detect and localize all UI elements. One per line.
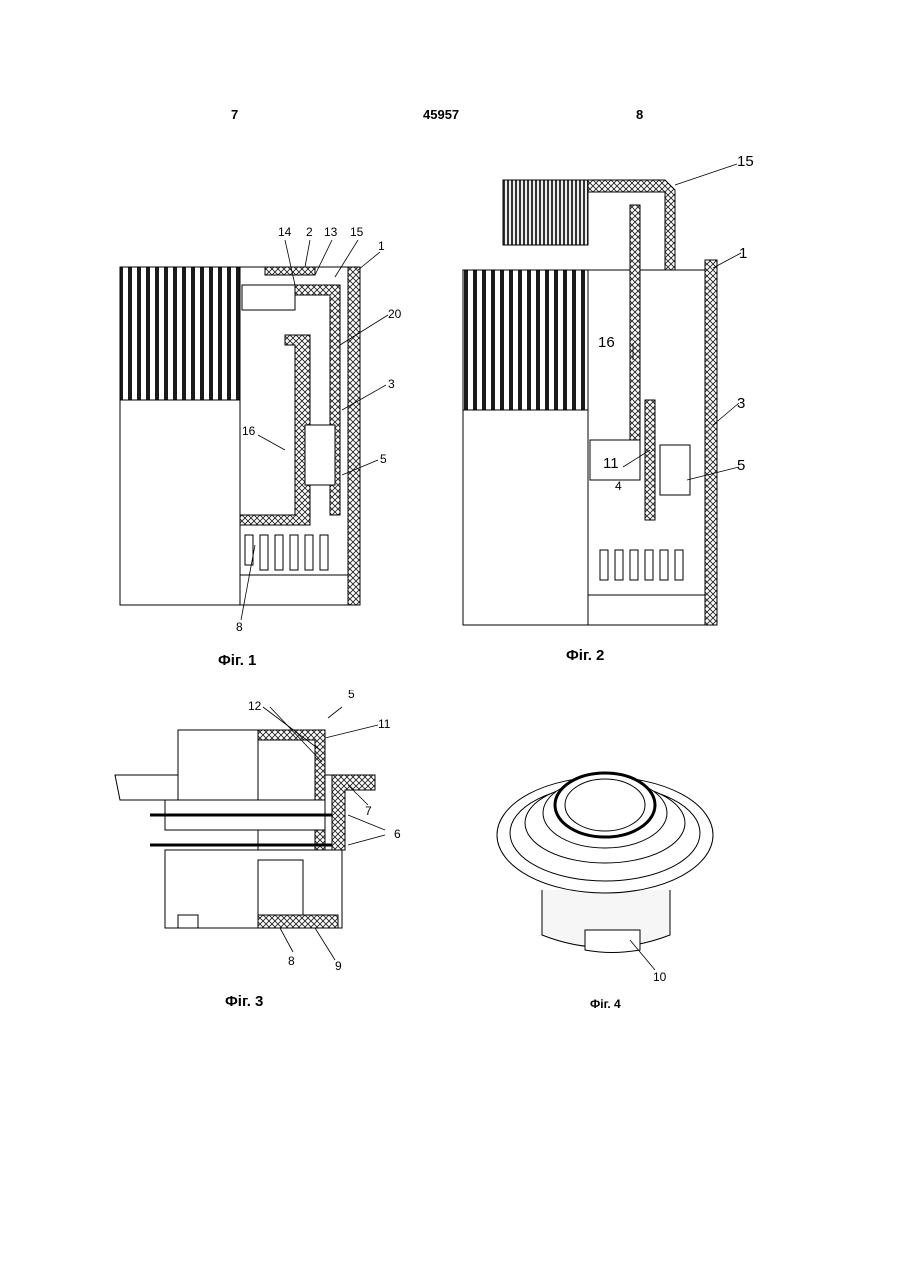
fig1-label-2: 2 (306, 225, 313, 239)
fig2-ribbed-body (463, 270, 588, 410)
figure-4-caption: Фіг. 4 (590, 997, 621, 1011)
fig2-knurled-cap (503, 180, 588, 245)
fig1-label-13: 13 (324, 225, 338, 239)
fig2-label-15: 15 (737, 153, 754, 170)
fig2-label-4: 4 (615, 479, 622, 493)
figure-4-drawing: 10 (490, 755, 720, 990)
fig1-label-1: 1 (378, 239, 385, 253)
fig2-label-3: 3 (737, 395, 745, 412)
figure-1-drawing: 14 2 13 15 1 20 3 16 5 8 (110, 215, 410, 635)
fig1-label-16: 16 (242, 424, 256, 438)
left-page-number: 7 (231, 107, 238, 122)
right-page-number: 8 (636, 107, 643, 122)
fig3-label-7: 7 (365, 804, 372, 818)
fig3-label-12: 12 (248, 699, 262, 713)
fig2-label-1: 1 (739, 245, 747, 262)
fig3-label-11: 11 (378, 717, 391, 731)
patent-number: 45957 (423, 107, 459, 122)
figure-3-drawing: 12 5 11 7 6 8 9 (110, 690, 420, 975)
fig2-label-5: 5 (737, 457, 745, 474)
fig3-label-8: 8 (288, 954, 295, 968)
fig3-label-5: 5 (348, 690, 355, 701)
figure-1-caption: Фіг. 1 (218, 652, 256, 669)
figure-2-drawing: 15 1 16 3 11 4 5 (455, 150, 775, 630)
fig1-ribbed-body (120, 267, 240, 400)
fig1-label-20: 20 (388, 307, 402, 321)
figure-3-caption: Фіг. 3 (225, 993, 263, 1010)
fig1-label-15: 15 (350, 225, 364, 239)
fig1-label-14: 14 (278, 225, 292, 239)
fig1-label-5: 5 (380, 452, 387, 466)
fig1-label-3: 3 (388, 377, 395, 391)
fig3-label-9: 9 (335, 959, 342, 973)
fig4-label-10: 10 (653, 970, 667, 984)
fig3-label-6: 6 (394, 827, 401, 841)
fig2-label-16: 16 (598, 334, 615, 351)
fig2-label-11: 11 (603, 455, 619, 472)
figure-2-caption: Фіг. 2 (566, 647, 604, 664)
fig1-label-8: 8 (236, 620, 243, 634)
